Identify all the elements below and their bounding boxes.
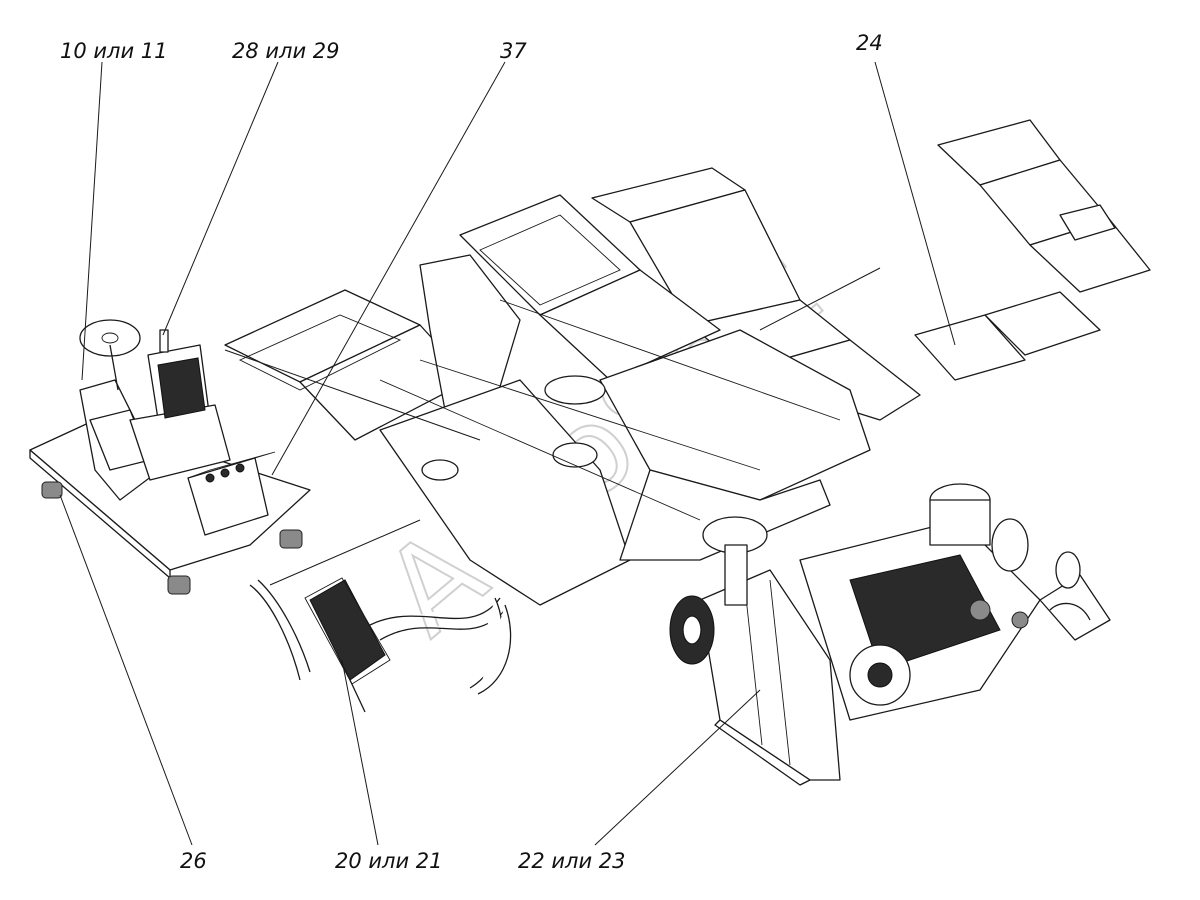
callout-10-or-11: 10 или 11 bbox=[60, 39, 168, 63]
callout-24: 24 bbox=[856, 31, 883, 55]
leader-lines bbox=[59, 61, 956, 846]
operator-platform bbox=[29, 319, 311, 595]
callout-22-or-23: 22 или 23 bbox=[518, 849, 626, 873]
callout-26: 26 bbox=[180, 849, 207, 873]
callout-37: 37 bbox=[500, 39, 527, 63]
cooler-and-hoses bbox=[249, 577, 512, 713]
callout-20-or-21: 20 или 21 bbox=[335, 849, 443, 873]
main-frame bbox=[224, 194, 871, 606]
engine-assembly bbox=[669, 483, 1111, 786]
callout-28-or-29: 28 или 29 bbox=[232, 39, 340, 63]
callout-labels: 10 или 11 28 или 29 37 24 26 20 или 21 2… bbox=[60, 31, 883, 873]
